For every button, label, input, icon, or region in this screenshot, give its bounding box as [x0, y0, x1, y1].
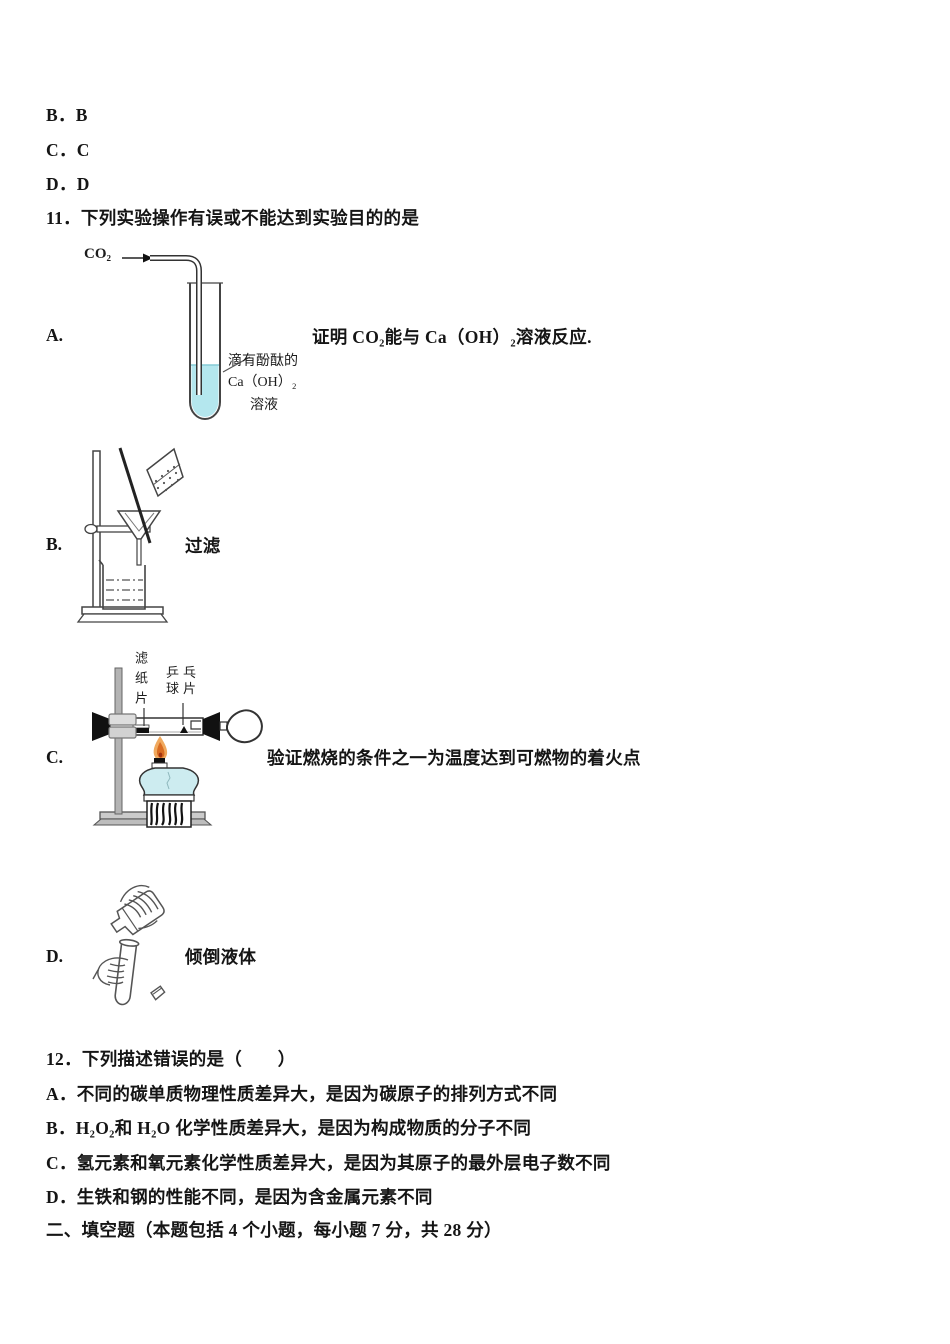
- q11-option-d-caption: 倾倒液体: [185, 947, 257, 967]
- pingpong-label-line1: 乒乓: [166, 665, 201, 680]
- clamp-icon: [108, 713, 137, 739]
- glass-rod-icon: [118, 447, 152, 544]
- q11-option-b-caption: 过滤: [185, 536, 221, 556]
- label-pointer-line: [222, 356, 251, 373]
- filtration-apparatus-diagram: [76, 447, 184, 623]
- q11-option-a-letter: A.: [46, 325, 64, 345]
- pouring-beaker-icon: [146, 447, 184, 498]
- co2-gas-label: CO₂: [84, 246, 111, 262]
- prelude-option-b: B．B: [46, 105, 88, 125]
- alcohol-lamp-icon: [138, 758, 200, 828]
- pingpong-label: 乒乓 球片: [166, 665, 208, 697]
- reagent-bottle-icon: [110, 884, 165, 936]
- prelude-option-d: D．D: [46, 174, 90, 194]
- stand-pole-icon: [114, 667, 123, 815]
- filter-paper-label: 滤纸片: [133, 651, 148, 711]
- q11-option-a-caption: 证明 CO₂能与 Ca（OH）₂溶液反应.: [312, 327, 592, 347]
- test-tube-icon: [187, 282, 223, 420]
- section-2-heading: 二、填空题（本题包括 4 个小题，每小题 7 分，共 28 分）: [46, 1220, 502, 1240]
- q11-stem: 11．下列实验操作有误或不能达到实验目的的是: [46, 208, 420, 228]
- q11-option-c-letter: C.: [46, 747, 64, 767]
- solution-note-line2: Ca（OH）₂: [228, 375, 297, 390]
- filter-paper-piece-icon: [133, 728, 149, 733]
- receiving-beaker-icon: [98, 559, 146, 610]
- stopper-icon: [150, 985, 166, 1001]
- lamp-label-stripes: [149, 802, 184, 826]
- right-stopper-icon: [203, 712, 220, 741]
- left-stopper-icon: [92, 712, 110, 741]
- iron-stand-icon: [76, 450, 169, 623]
- prelude-option-c: C．C: [46, 140, 90, 160]
- q12-option-b: B．H₂O₂和 H₂O 化学性质差异大，是因为构成物质的分子不同: [46, 1118, 532, 1138]
- pouring-hand-icon: [119, 884, 159, 930]
- gas-into-solution-diagram: [122, 253, 251, 420]
- combustion-condition-diagram: [92, 667, 263, 828]
- arrow-icon: [122, 253, 153, 263]
- pingpong-label-line2: 球片: [166, 681, 201, 696]
- q12-option-d: D．生铁和钢的性能不同，是因为含金属元素不同: [46, 1187, 433, 1207]
- q11-option-d-letter: D.: [46, 946, 64, 966]
- flame-icon: [153, 736, 168, 760]
- q12-option-c: C．氢元素和氧元素化学性质差异大，是因为其原子的最外层电子数不同: [46, 1153, 611, 1173]
- funnel-icon: [116, 510, 162, 566]
- delivery-tube-icon: [150, 255, 202, 395]
- solution-note-line1: 滴有酚酞的: [228, 354, 298, 369]
- pouring-liquid-diagram: [92, 884, 166, 1006]
- holding-hand-icon: [92, 957, 129, 986]
- rubber-bulb-icon: [219, 709, 263, 744]
- q11-option-b-letter: B.: [46, 534, 63, 554]
- solution-note-line3: 溶液: [250, 398, 278, 413]
- q12-option-a: A．不同的碳单质物理性质差异大，是因为碳原子的排列方式不同: [46, 1084, 558, 1104]
- q12-stem: 12．下列描述错误的是（ ）: [46, 1049, 296, 1069]
- pingpong-piece-icon: [180, 726, 188, 733]
- q11-option-c-caption: 验证燃烧的条件之一为温度达到可燃物的着火点: [267, 748, 641, 768]
